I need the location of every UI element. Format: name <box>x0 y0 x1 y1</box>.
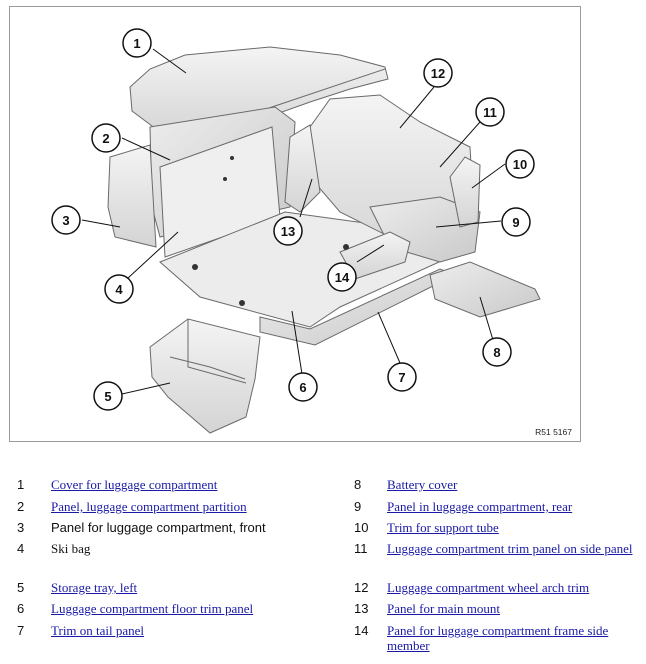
svg-text:3: 3 <box>62 213 69 228</box>
legend-number: 13 <box>354 601 369 616</box>
callout-8: 8 <box>482 337 512 367</box>
svg-text:8: 8 <box>493 345 500 360</box>
legend-link-partition-panel[interactable]: Panel, luggage compartment partition <box>51 499 247 514</box>
support-tube-trim-part <box>449 156 481 228</box>
callout-3: 3 <box>51 205 81 235</box>
legend-number: 8 <box>354 477 362 492</box>
legend-link-support-tube-trim[interactable]: Trim for support tube <box>387 520 499 535</box>
legend-link-luggage-cover[interactable]: Cover for luggage compartment <box>51 477 218 492</box>
legend-link-main-mount-panel[interactable]: Panel for main mount <box>387 601 501 616</box>
legend-number: 9 <box>354 499 362 514</box>
callout-4: 4 <box>104 274 134 304</box>
legend-number: 12 <box>354 580 369 595</box>
storage-tray-part <box>149 318 261 434</box>
svg-text:2: 2 <box>102 131 109 146</box>
exploded-parts-diagram: 1 2 3 4 5 6 7 8 9 10 11 12 13 14 R51 516… <box>9 6 581 442</box>
svg-text:1: 1 <box>133 36 140 51</box>
callout-14: 14 <box>327 262 357 292</box>
legend-number: 1 <box>17 477 25 492</box>
legend-number: 2 <box>17 499 25 514</box>
callout-11: 11 <box>475 97 505 127</box>
callout-10: 10 <box>505 149 535 179</box>
svg-text:11: 11 <box>483 105 497 120</box>
legend-number: 4 <box>17 541 25 556</box>
svg-text:14: 14 <box>335 270 350 285</box>
legend-number: 14 <box>354 623 369 638</box>
legend-label-front-panel: Panel for luggage compartment, front <box>51 520 266 535</box>
legend-label-ski-bag: Ski bag <box>51 541 91 556</box>
legend-link-wheel-arch-trim[interactable]: Luggage compartment wheel arch trim <box>387 580 590 595</box>
svg-text:7: 7 <box>398 370 405 385</box>
callouts: 1 2 3 4 5 6 7 8 9 10 11 12 13 14 <box>51 28 535 411</box>
svg-text:13: 13 <box>281 224 295 239</box>
svg-text:5: 5 <box>104 389 111 404</box>
main-mount-panel-part <box>284 124 321 213</box>
callout-13: 13 <box>273 216 303 246</box>
legend-number: 7 <box>17 623 25 638</box>
callout-6: 6 <box>288 372 318 402</box>
callout-12: 12 <box>423 58 453 88</box>
legend-link-frame-side-member-panel[interactable]: Panel for luggage compartment frame side… <box>387 623 609 653</box>
front-panel-part <box>107 144 157 248</box>
svg-text:9: 9 <box>512 215 519 230</box>
callout-1: 1 <box>122 28 152 58</box>
svg-text:12: 12 <box>431 66 445 81</box>
parts-illustration: 1 2 3 4 5 6 7 8 9 10 11 12 13 14 <box>51 28 541 434</box>
callout-9: 9 <box>501 207 531 237</box>
legend-number: 3 <box>17 520 25 535</box>
svg-text:4: 4 <box>115 282 123 297</box>
legend-number: 5 <box>17 580 25 595</box>
legend-link-storage-tray[interactable]: Storage tray, left <box>51 580 138 595</box>
callout-5: 5 <box>93 381 123 411</box>
callout-2: 2 <box>91 123 121 153</box>
legend-link-floor-trim[interactable]: Luggage compartment floor trim panel <box>51 601 254 616</box>
battery-cover-part <box>429 261 541 318</box>
legend-link-side-panel-trim[interactable]: Luggage compartment trim panel on side p… <box>387 541 633 556</box>
legend-link-tail-panel-trim[interactable]: Trim on tail panel <box>51 623 145 638</box>
legend-link-rear-panel[interactable]: Panel in luggage compartment, rear <box>387 499 573 514</box>
legend-number: 6 <box>17 601 25 616</box>
callout-leaders <box>81 48 506 395</box>
callout-7: 7 <box>387 362 417 392</box>
legend-number: 11 <box>354 541 368 556</box>
figure-reference-code: R51 5167 <box>535 427 572 437</box>
svg-text:6: 6 <box>299 380 306 395</box>
legend-link-battery-cover[interactable]: Battery cover <box>387 477 458 492</box>
svg-text:10: 10 <box>513 157 527 172</box>
legend-number: 10 <box>354 520 369 535</box>
